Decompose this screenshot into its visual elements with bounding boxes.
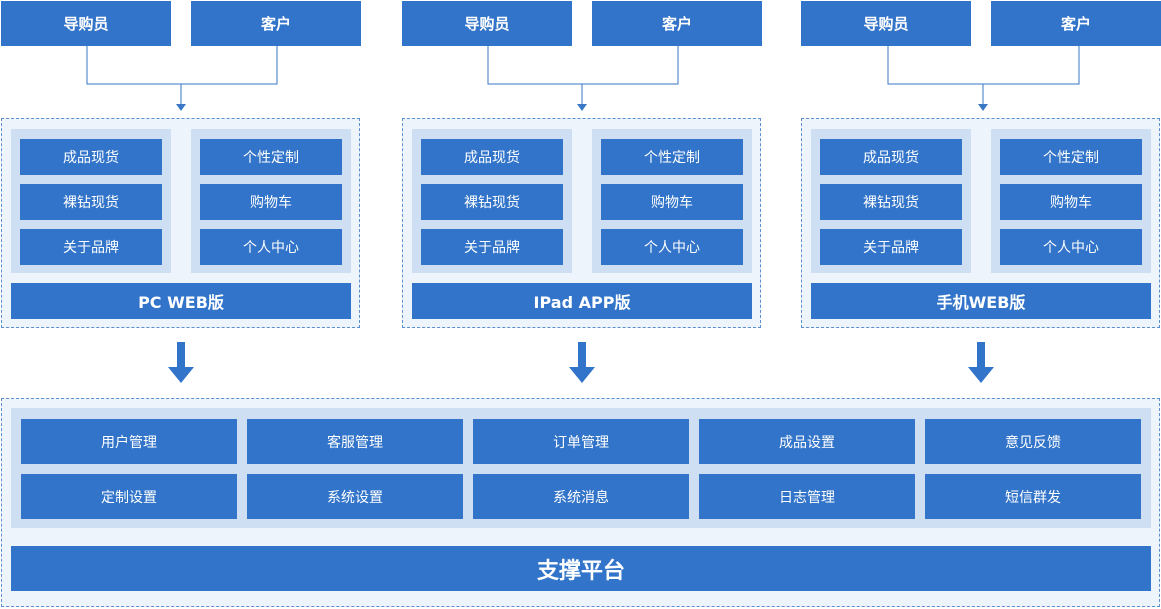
arrow-head-small-1: [176, 104, 186, 111]
feature-shopping-cart: 购物车: [1000, 184, 1142, 220]
feature-about-brand: 关于品牌: [820, 229, 962, 265]
feature-personal-center: 个人中心: [601, 229, 743, 265]
role-box-shopping-guide: 导购员: [1, 1, 171, 46]
module-user-management: 用户管理: [21, 419, 237, 464]
big-arrow-2: [569, 342, 595, 383]
feature-shopping-cart: 购物车: [601, 184, 743, 220]
platform-label-pc-web: PC WEB版: [11, 283, 351, 319]
role-connector-2: [487, 46, 679, 85]
support-platform-title: 支撑平台: [11, 546, 1151, 591]
module-customer-service-management: 客服管理: [247, 419, 463, 464]
module-order-management: 订单管理: [473, 419, 689, 464]
module-sms-broadcast: 短信群发: [925, 474, 1141, 519]
feature-loose-diamond-stock: 裸钻现货: [421, 184, 563, 220]
feature-about-brand: 关于品牌: [20, 229, 162, 265]
feature-customization: 个性定制: [200, 139, 342, 175]
feature-about-brand: 关于品牌: [421, 229, 563, 265]
feature-shopping-cart: 购物车: [200, 184, 342, 220]
module-feedback: 意见反馈: [925, 419, 1141, 464]
module-log-management: 日志管理: [699, 474, 915, 519]
role-box-shopping-guide: 导购员: [402, 1, 572, 46]
role-connector-3: [887, 46, 1080, 85]
feature-loose-diamond-stock: 裸钻现货: [820, 184, 962, 220]
role-box-customer: 客户: [991, 1, 1161, 46]
feature-loose-diamond-stock: 裸钻现货: [20, 184, 162, 220]
arrow-head-small-3: [978, 104, 988, 111]
module-system-messages: 系统消息: [473, 474, 689, 519]
role-connector-1: [86, 46, 278, 85]
module-system-settings: 系统设置: [247, 474, 463, 519]
role-box-customer: 客户: [592, 1, 762, 46]
feature-finished-stock: 成品现货: [820, 139, 962, 175]
feature-finished-stock: 成品现货: [20, 139, 162, 175]
feature-finished-stock: 成品现货: [421, 139, 563, 175]
role-box-customer: 客户: [191, 1, 361, 46]
arrow-head-small-2: [577, 104, 587, 111]
feature-personal-center: 个人中心: [200, 229, 342, 265]
feature-customization: 个性定制: [601, 139, 743, 175]
feature-customization: 个性定制: [1000, 139, 1142, 175]
big-arrow-1: [168, 342, 194, 383]
module-customization-settings: 定制设置: [21, 474, 237, 519]
platform-label-mobile-web: 手机WEB版: [811, 283, 1151, 319]
feature-personal-center: 个人中心: [1000, 229, 1142, 265]
role-box-shopping-guide: 导购员: [801, 1, 971, 46]
module-product-settings: 成品设置: [699, 419, 915, 464]
platform-label-ipad-app: IPad APP版: [412, 283, 752, 319]
big-arrow-3: [968, 342, 994, 383]
